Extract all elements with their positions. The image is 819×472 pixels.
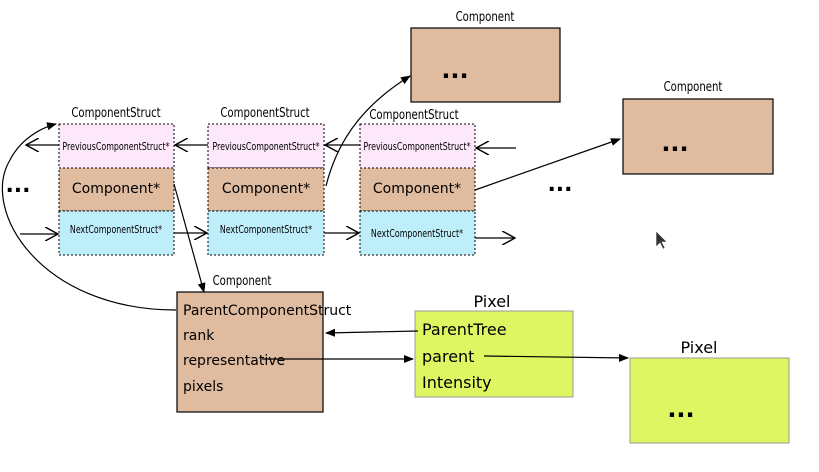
component-struct-2: ComponentStruct PreviousComponentStruct*…: [207, 105, 325, 256]
mouse-cursor-icon: [655, 230, 668, 250]
component-ptr-text: Component*: [72, 181, 160, 197]
field-rank: rank: [183, 328, 215, 344]
component-main-label: Component: [213, 273, 272, 289]
field-representative: representative: [183, 353, 285, 369]
pixel-mid-box: [414, 310, 574, 398]
ellipsis-text: ...: [667, 395, 694, 423]
pixel-mid-label: Pixel: [473, 292, 510, 311]
component-right: Component ...: [622, 79, 774, 175]
pixel-right: Pixel ...: [629, 338, 790, 444]
component-struct-label: ComponentStruct: [71, 105, 161, 121]
component-top: Component ...: [410, 9, 561, 103]
pixel-right-box: [629, 357, 790, 444]
next-field-text: NextComponentStruct*: [371, 228, 463, 241]
field-parent: parent: [422, 347, 474, 366]
field-parent-tree: ParentTree: [422, 320, 507, 339]
field-intensity: Intensity: [422, 373, 492, 392]
component-struct-label: ComponentStruct: [220, 105, 310, 121]
component-main-box: [176, 291, 324, 413]
component-right-label: Component: [664, 79, 723, 95]
arrow-component-ptr-3: [474, 138, 621, 191]
arrows: [1, 75, 629, 363]
arrow-component-ptr-1: [173, 183, 206, 293]
component-ptr-box: [207, 167, 325, 212]
pixel-right-label: Pixel: [680, 338, 717, 357]
ellipsis-text: ...: [441, 56, 468, 84]
prev-field-box: [58, 123, 175, 169]
component-struct-3: ComponentStruct PreviousComponentStruct*…: [359, 107, 476, 256]
prev-field-text: PreviousComponentStruct*: [212, 141, 319, 154]
component-struct-label: ComponentStruct: [369, 107, 459, 123]
component-struct-1: ComponentStruct PreviousComponentStruct*…: [58, 105, 175, 256]
arrow-component-ptr-2: [325, 75, 411, 187]
ellipsis-left: ...: [5, 173, 30, 198]
field-pixels: pixels: [183, 379, 223, 395]
prev-field-text: PreviousComponentStruct*: [363, 141, 470, 154]
ellipsis-text: ...: [661, 129, 688, 157]
component-top-label: Component: [456, 9, 515, 25]
component-right-box: [622, 98, 774, 175]
arrow-parent-component-struct: [1, 122, 177, 311]
component-ptr-box: [58, 167, 175, 212]
arrow-parent-tree: [325, 328, 419, 337]
component-ptr-text: Component*: [222, 181, 310, 197]
field-parent-component-struct: ParentComponentStruct: [183, 303, 352, 319]
component-ptr-text: Component*: [373, 181, 461, 197]
pixel-mid: Pixel ParentTree parent Intensity: [414, 292, 574, 398]
prev-field-box: [207, 123, 325, 169]
prev-field-text: PreviousComponentStruct*: [62, 141, 169, 154]
component-main: Component ParentComponentStruct rank rep…: [176, 273, 352, 413]
next-field-text: NextComponentStruct*: [70, 224, 162, 237]
ellipsis-middle: ...: [547, 172, 572, 197]
component-top-box: [410, 27, 561, 103]
arrow-parent: [483, 353, 629, 362]
component-ptr-box: [359, 167, 476, 212]
next-field-text: NextComponentStruct*: [220, 224, 312, 237]
